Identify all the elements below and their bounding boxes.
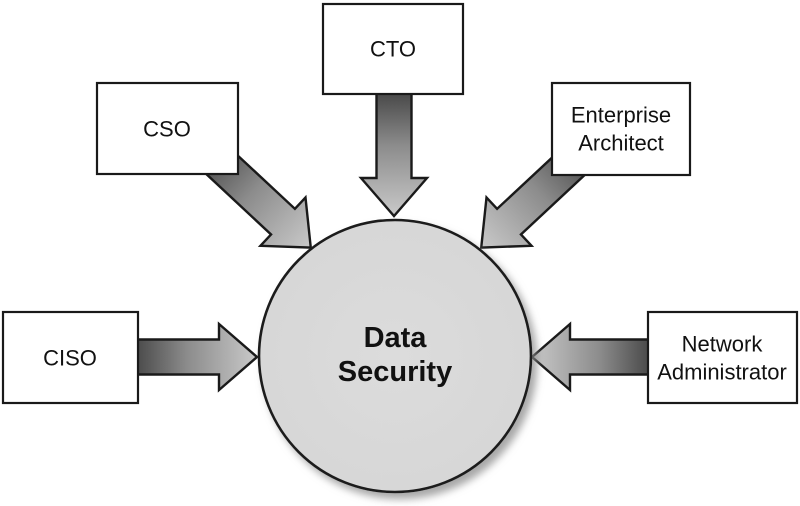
network-administrator-arrow	[530, 321, 657, 393]
network-administrator-box-rect	[646, 310, 799, 405]
ciso-box-rect	[1, 310, 140, 405]
network-administrator-box: Network Administrator	[646, 310, 799, 405]
ciso-label: CISO	[43, 346, 97, 371]
data-security-circle	[257, 218, 533, 494]
enterprise-architect-box: Enterprise Architect	[550, 81, 692, 177]
ciso-arrow	[128, 321, 259, 393]
cso-box: CSO	[95, 81, 240, 176]
cto-box-rect	[321, 2, 465, 96]
cto-label: CTO	[370, 37, 416, 62]
cto-arrow	[358, 86, 430, 218]
enterprise-architect-label-line1: Enterprise	[571, 103, 671, 128]
cso-label: CSO	[143, 117, 191, 142]
cto-box: CTO	[321, 2, 465, 96]
network-administrator-label-line2: Administrator	[657, 360, 787, 385]
center-label-line1: Data	[364, 322, 428, 354]
network-administrator-label-line1: Network	[682, 332, 764, 357]
enterprise-architect-label-line2: Architect	[578, 131, 664, 156]
cso-box-rect	[95, 81, 240, 176]
enterprise-architect-box-rect	[550, 81, 692, 177]
center-label-line2: Security	[338, 356, 452, 388]
ciso-box: CISO	[1, 310, 140, 405]
